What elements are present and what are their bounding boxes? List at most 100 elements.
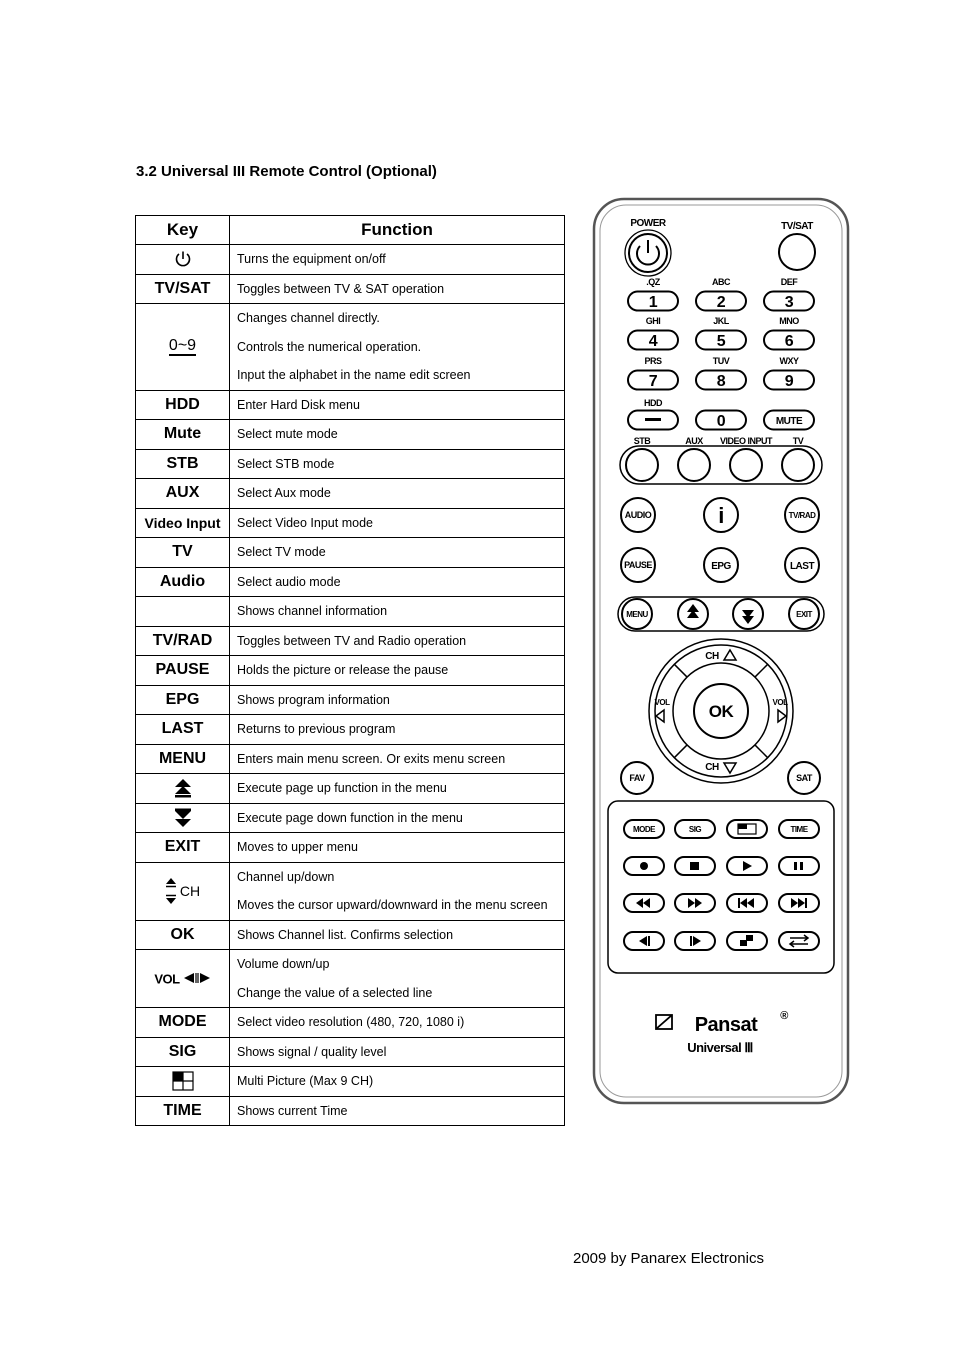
digit-button-7 <box>627 369 679 391</box>
function-text: Moves to upper menu <box>237 840 358 854</box>
mode-label: STB <box>634 436 652 446</box>
sat-label: SAT <box>796 773 813 783</box>
mute-label: MUTE <box>776 416 803 427</box>
volume-down-icon <box>654 708 665 724</box>
digit-button-4 <box>627 329 679 351</box>
function-text: Execute page down function in the menu <box>237 810 463 825</box>
info-button <box>703 497 739 533</box>
digit-button-9 <box>763 369 815 391</box>
function-cell: Enter Hard Disk menu <box>229 389 565 420</box>
digit-label: 9 <box>785 373 794 390</box>
media-button <box>778 931 820 951</box>
digit-letters-label: GHI <box>646 316 661 326</box>
power-icon <box>174 250 192 267</box>
dpad-inner-ring <box>672 662 770 760</box>
hdd-dash-icon <box>645 418 661 421</box>
pause-icon-2 <box>800 862 803 870</box>
key-cell: CH <box>135 861 230 921</box>
tvrad-button <box>784 497 820 533</box>
function-text: Select video resolution (480, 720, 1080 … <box>237 1015 465 1029</box>
mode-label: AUX <box>685 436 703 446</box>
function-cell: Changes channel directly.Controls the nu… <box>229 303 565 391</box>
ok-button <box>693 683 749 739</box>
rewind-icon <box>636 898 643 908</box>
ok-label: OK <box>709 702 735 721</box>
function-cell: Shows signal / quality level <box>229 1036 565 1067</box>
function-cell: Select audio mode <box>229 566 565 597</box>
digit-letters-label: JKL <box>713 316 730 326</box>
next-icon-2 <box>798 898 805 908</box>
table-row: Multi Picture (Max 9 CH) <box>135 1066 565 1097</box>
function-cell: Multi Picture (Max 9 CH) <box>229 1066 565 1097</box>
digit-button-3 <box>763 290 815 312</box>
table-row: 0~9 Changes channel directly.Controls the… <box>135 303 565 391</box>
table-row: Execute page down function in the menu <box>135 802 565 833</box>
previous-icon <box>738 898 740 908</box>
key-cell: STB <box>135 448 230 479</box>
fast-forward-icon <box>695 898 702 908</box>
digit-label: 6 <box>785 333 794 350</box>
page-up-icon-2 <box>687 610 699 618</box>
key-cell: TV/RAD <box>135 625 230 656</box>
record-icon <box>640 862 648 870</box>
fav-button <box>620 761 654 795</box>
key-cell: EPG <box>135 684 230 715</box>
function-text: Multi Picture (Max 9 CH) <box>237 1074 374 1088</box>
epg-label: EPG <box>711 561 731 572</box>
page-down-icon <box>742 610 754 618</box>
function-cell: Select Video Input mode <box>229 507 565 538</box>
sig-button-label: SIG <box>689 825 702 834</box>
swap-icon <box>788 934 810 948</box>
key-cell: TV/SAT <box>135 273 230 304</box>
digit-button-6 <box>763 329 815 351</box>
volume-up-label: VOL <box>773 698 789 707</box>
digits-icon: 0~9 <box>168 337 197 357</box>
power-label: POWER <box>630 218 667 229</box>
multi-picture-icon <box>171 1071 194 1091</box>
function-text: Turns the equipment on/off <box>237 252 386 266</box>
mode-button-label: MODE <box>633 825 656 834</box>
play-icon <box>743 861 752 871</box>
channel-updown-icon <box>165 878 177 904</box>
exit-button <box>788 598 820 630</box>
function-cell: Select STB mode <box>229 448 565 479</box>
audio-button <box>620 497 656 533</box>
media-panel <box>607 800 835 974</box>
digit-button-8 <box>695 369 747 391</box>
brand-logo-slash <box>655 1014 673 1030</box>
media-button <box>674 819 716 839</box>
volume-up-icon <box>777 708 788 724</box>
key-cell: EXIT <box>135 832 230 863</box>
channel-up-label: CH <box>705 651 719 662</box>
page-up-icon <box>687 604 699 612</box>
digit-label: 1 <box>649 294 658 311</box>
zoom-icon-2 <box>746 935 753 941</box>
function-text: Returns to previous program <box>237 722 396 736</box>
slow-forward-icon-2 <box>693 936 701 946</box>
function-cell: Turns the equipment on/off <box>229 244 565 275</box>
mode-button <box>625 448 659 482</box>
table-row: EXIT Moves to upper menu <box>135 832 565 863</box>
key-cell: MENU <box>135 743 230 774</box>
channel-label: CH <box>179 883 201 899</box>
function-cell: Toggles between TV & SAT operation <box>229 273 565 304</box>
power-button-ring <box>624 229 672 277</box>
function-text: Select TV mode <box>237 545 326 559</box>
page-down-icon-2 <box>742 616 754 624</box>
function-text: Shows channel information <box>237 604 388 618</box>
table-row: Shows channel information <box>135 596 565 627</box>
function-text: Input the alphabet in the name edit scre… <box>237 368 471 382</box>
pause-icon <box>794 862 797 870</box>
key-cell: TIME <box>135 1095 230 1126</box>
function-column-header: Function <box>229 215 565 245</box>
